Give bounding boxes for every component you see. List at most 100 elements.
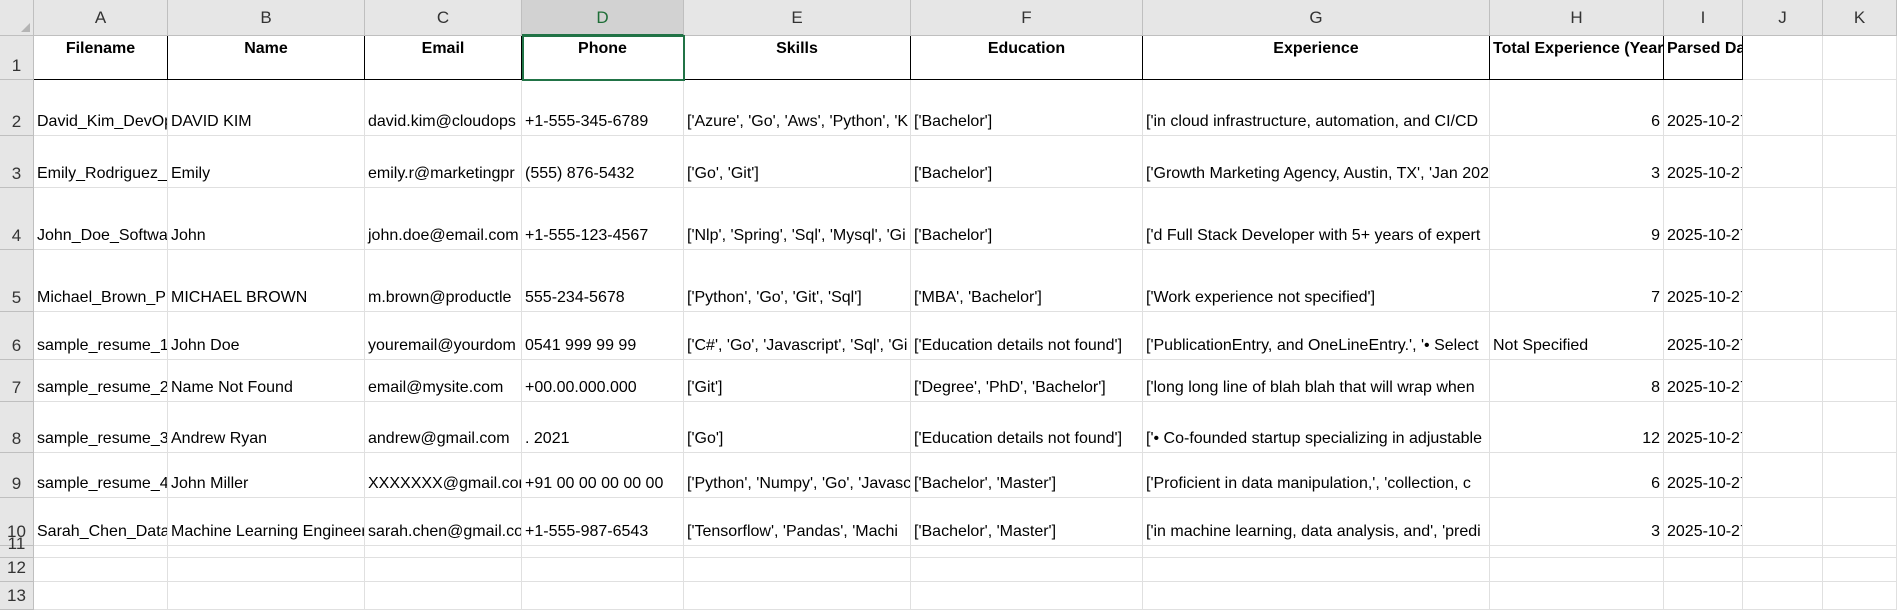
cell-total-experience[interactable]: 3 (1490, 136, 1664, 188)
cell-empty[interactable] (1743, 188, 1823, 250)
row-header-5[interactable]: 5 (0, 250, 34, 312)
cell-empty[interactable] (1664, 546, 1743, 558)
cell-experience[interactable]: ['PublicationEntry, and OneLineEntry.', … (1143, 312, 1490, 360)
cell-empty[interactable] (684, 582, 911, 610)
row-header-6[interactable]: 6 (0, 312, 34, 360)
row-header-8[interactable]: 8 (0, 402, 34, 453)
cell-empty[interactable] (1743, 546, 1823, 558)
cell-parsed-date[interactable]: 2025-10-27 00:48:12 (1664, 312, 1743, 360)
column-header-h[interactable]: H (1490, 0, 1664, 36)
cell-experience[interactable]: ['Proficient in data manipulation,', 'co… (1143, 453, 1490, 498)
cell-experience[interactable]: ['d Full Stack Developer with 5+ years o… (1143, 188, 1490, 250)
cell-skills[interactable]: ['Go', 'Git'] (684, 136, 911, 188)
cell-filename[interactable]: sample_resume_1 (34, 312, 168, 360)
cell-education[interactable]: ['Bachelor'] (911, 80, 1143, 136)
cell-empty[interactable] (1743, 498, 1823, 546)
row-header-1[interactable]: 1 (0, 36, 34, 80)
cell-education[interactable]: ['Education details not found'] (911, 402, 1143, 453)
cell-filename[interactable]: John_Doe_Softwa (34, 188, 168, 250)
cell-name[interactable]: Machine Learning Engineer (168, 498, 365, 546)
row-header-7[interactable]: 7 (0, 360, 34, 402)
header-cell-email[interactable]: Email (365, 36, 522, 80)
cell-empty[interactable] (911, 558, 1143, 582)
cell-empty[interactable] (522, 558, 684, 582)
cell-empty[interactable] (522, 546, 684, 558)
cell-total-experience[interactable]: 9 (1490, 188, 1664, 250)
cell-empty[interactable] (1143, 546, 1490, 558)
cell-empty[interactable] (168, 546, 365, 558)
row-header-4[interactable]: 4 (0, 188, 34, 250)
cell-education[interactable]: ['Education details not found'] (911, 312, 1143, 360)
cell-experience[interactable]: ['long long line of blah blah that will … (1143, 360, 1490, 402)
cell-empty[interactable] (1823, 360, 1897, 402)
cell-empty[interactable] (34, 582, 168, 610)
column-header-f[interactable]: F (911, 0, 1143, 36)
cell-education[interactable]: ['Bachelor', 'Master'] (911, 453, 1143, 498)
cell-empty[interactable] (168, 582, 365, 610)
cell-total-experience[interactable]: 12 (1490, 402, 1664, 453)
cell-email[interactable]: youremail@yourdom (365, 312, 522, 360)
cell-email[interactable]: sarah.chen@gmail.co (365, 498, 522, 546)
cell-empty[interactable] (365, 558, 522, 582)
cell-experience[interactable]: ['Growth Marketing Agency, Austin, TX', … (1143, 136, 1490, 188)
cell-phone[interactable]: (555) 876-5432 (522, 136, 684, 188)
cell-total-experience[interactable]: Not Specified (1490, 312, 1664, 360)
cell-email[interactable]: email@mysite.com (365, 360, 522, 402)
row-header-10[interactable]: 10 (0, 498, 34, 546)
row-header-13[interactable]: 13 (0, 582, 34, 610)
cell-empty[interactable] (34, 546, 168, 558)
cell-parsed-date[interactable]: 2025-10-27 00:48:12 (1664, 136, 1743, 188)
cell-filename[interactable]: Michael_Brown_P (34, 250, 168, 312)
header-cell-experience[interactable]: Experience (1143, 36, 1490, 80)
cell-phone[interactable]: 0541 999 99 99 (522, 312, 684, 360)
column-header-j[interactable]: J (1743, 0, 1823, 36)
column-header-k[interactable]: K (1823, 0, 1897, 36)
cell-empty[interactable] (1143, 558, 1490, 582)
cell-education[interactable]: ['Bachelor', 'Master'] (911, 498, 1143, 546)
cell-phone[interactable]: +1-555-345-6789 (522, 80, 684, 136)
cell-empty[interactable] (1743, 80, 1823, 136)
cell-parsed-date[interactable]: 2025-10-27 00:48:12 (1664, 360, 1743, 402)
cell-empty[interactable] (522, 582, 684, 610)
cell-empty[interactable] (34, 558, 168, 582)
cell-experience[interactable]: ['Work experience not specified'] (1143, 250, 1490, 312)
cell-empty[interactable] (1823, 582, 1897, 610)
cell-total-experience[interactable]: 6 (1490, 453, 1664, 498)
cell-parsed-date[interactable]: 2025-10-27 00:48:12 (1664, 250, 1743, 312)
cell-empty[interactable] (365, 582, 522, 610)
cell-empty[interactable] (1823, 546, 1897, 558)
cell-filename[interactable]: sample_resume_3 (34, 402, 168, 453)
cell-name[interactable]: Emily (168, 136, 365, 188)
row-header-11[interactable]: 11 (0, 534, 34, 558)
cell-empty[interactable] (1743, 312, 1823, 360)
cell-phone[interactable]: . 2021 (522, 402, 684, 453)
cell-parsed-date[interactable]: 2025-10-27 00:48:12 (1664, 453, 1743, 498)
cell-filename[interactable]: David_Kim_DevOps (34, 80, 168, 136)
cell-email[interactable]: m.brown@productle (365, 250, 522, 312)
cell-skills[interactable]: ['C#', 'Go', 'Javascript', 'Sql', 'Gi (684, 312, 911, 360)
cell-experience[interactable]: ['in cloud infrastructure, automation, a… (1143, 80, 1490, 136)
cell-empty[interactable] (1823, 188, 1897, 250)
cell-parsed-date[interactable]: 2025-10-27 00:48:12 (1664, 188, 1743, 250)
cell-parsed-date[interactable]: 2025-10-27 00:48:12 (1664, 498, 1743, 546)
cell-filename[interactable]: sample_resume_4 (34, 453, 168, 498)
cell-filename[interactable]: Sarah_Chen_Data (34, 498, 168, 546)
column-header-g[interactable]: G (1143, 0, 1490, 36)
header-cell-parsed-date[interactable]: Parsed Date (1664, 36, 1743, 80)
cell-empty[interactable] (1823, 498, 1897, 546)
cell-phone[interactable]: +91 00 00 00 00 00 (522, 453, 684, 498)
column-header-e[interactable]: E (684, 0, 911, 36)
cell-empty[interactable] (365, 546, 522, 558)
cell-name[interactable]: Andrew Ryan (168, 402, 365, 453)
cell-phone[interactable]: +1-555-987-6543 (522, 498, 684, 546)
cell-name[interactable]: John (168, 188, 365, 250)
cell-total-experience[interactable]: 6 (1490, 80, 1664, 136)
header-cell-skills[interactable]: Skills (684, 36, 911, 80)
cell-phone[interactable]: +1-555-123-4567 (522, 188, 684, 250)
cell-empty[interactable] (911, 546, 1143, 558)
cell-empty[interactable] (1743, 582, 1823, 610)
cell-parsed-date[interactable]: 2025-10-27 00:48:12 (1664, 80, 1743, 136)
cell-filename[interactable]: Emily_Rodriguez_ (34, 136, 168, 188)
cell-total-experience[interactable]: 8 (1490, 360, 1664, 402)
cell-experience[interactable]: ['• Co-founded startup specializing in a… (1143, 402, 1490, 453)
